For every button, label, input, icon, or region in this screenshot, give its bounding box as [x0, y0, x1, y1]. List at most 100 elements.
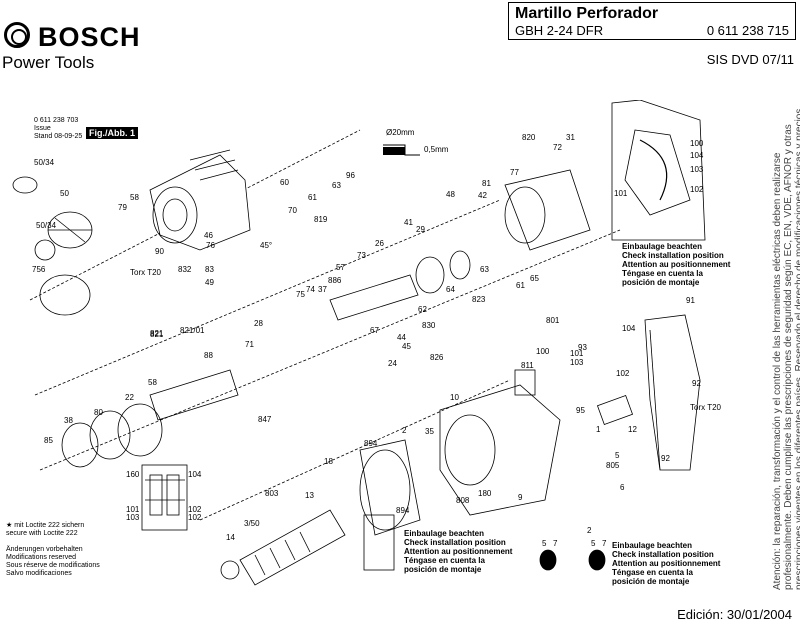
part-label: 811 [521, 361, 534, 370]
part-number: 0 611 238 715 [706, 23, 789, 38]
install-note-stator: Einbaulage beachten Check installation p… [404, 529, 513, 574]
part-label: 58 [148, 378, 157, 387]
part-label: 103 [570, 358, 584, 367]
part-label: 18 [324, 457, 333, 466]
armature [220, 509, 346, 586]
part-label: 63 [332, 181, 341, 190]
part-label: 104 [622, 324, 636, 333]
title-block: Martillo Perforador GBH 2-24 DFR 0 611 2… [508, 2, 796, 40]
part-label: 103 [126, 513, 140, 522]
part-label: 88 [204, 351, 213, 360]
part-label: 95 [576, 406, 585, 415]
part-label: 805 [606, 461, 620, 470]
part-label: 756 [32, 265, 46, 274]
part-label: 37 [318, 285, 327, 294]
part-label: 76 [206, 241, 215, 250]
dimension-diameter: Ø20mm [386, 128, 415, 137]
part-label: 93 [578, 343, 587, 352]
tagline: Power Tools [2, 53, 95, 72]
bosch-logo-icon [4, 22, 30, 48]
part-label: 91 [686, 296, 695, 305]
part-label: 45 [402, 342, 411, 351]
part-label: 3/50 [244, 519, 260, 528]
part-label: 823 [472, 295, 486, 304]
figure-label: Fig./Abb. 1 [86, 127, 138, 139]
part-label: 820 [522, 133, 536, 142]
part-label: 847 [258, 415, 272, 424]
doc-reference: SIS DVD 07/11 [706, 52, 794, 67]
legal-disclaimer: Atención: la reparación, transformación … [772, 105, 800, 590]
stator [359, 439, 421, 536]
part-label: 29 [416, 225, 425, 234]
part-label: 101 [570, 349, 584, 358]
part-label: 38 [64, 416, 73, 425]
part-label: 103 [690, 165, 704, 174]
part-label: 12 [628, 425, 637, 434]
exploded-view-diagram: 50/34 50 50/34 756 79 58 90 76 46 45° 83… [12, 100, 722, 586]
part-label: 102 [690, 185, 704, 194]
part-label: 63 [480, 265, 489, 274]
hammer-housing [149, 149, 251, 251]
part-label: 70 [288, 206, 297, 215]
part-label: 5 [542, 539, 547, 548]
switch-assembly [514, 369, 634, 426]
dimension-gap: 0,5mm [424, 145, 449, 154]
part-label: 894 [396, 506, 410, 515]
part-label: 821 [150, 330, 164, 339]
part-label: 22 [125, 393, 134, 402]
part-label: 826 [430, 353, 444, 362]
handle [644, 314, 701, 471]
part-label: 41 [404, 218, 413, 227]
wiring-schematic [141, 464, 188, 531]
part-label: 28 [254, 319, 263, 328]
dimension-detail [383, 144, 420, 156]
part-label: 96 [346, 171, 355, 180]
part-label: 67 [370, 326, 379, 335]
part-label: 10 [450, 393, 459, 402]
part-label: 7 [602, 539, 607, 548]
modifications-note: Änderungen vorbehalten Modifications res… [6, 546, 100, 577]
part-label: 92 [661, 454, 670, 463]
part-label: 31 [566, 133, 575, 142]
install-note-inset: Einbaulage beachten Check installation p… [622, 242, 731, 287]
part-label: 71 [245, 340, 254, 349]
stand-label: Stand [34, 133, 53, 140]
piston-assembly [61, 274, 419, 468]
part-label: 100 [536, 347, 550, 356]
part-label: 90 [155, 247, 164, 256]
part-label: 26 [375, 239, 384, 248]
part-label: 61 [516, 281, 525, 290]
part-label: 9 [518, 493, 523, 502]
part-label: 50 [60, 189, 69, 198]
part-label: 101 [126, 505, 140, 514]
part-label: 6 [620, 483, 625, 492]
drawing-number: 0 611 238 703 [34, 117, 79, 124]
part-label: 1 [596, 425, 601, 434]
part-label: 830 [422, 321, 436, 330]
issue-label: Issue [34, 125, 51, 132]
part-label: 2 [587, 526, 592, 535]
part-label: 85 [44, 436, 53, 445]
part-label: 24 [388, 359, 397, 368]
product-title: Martillo Perforador [515, 5, 659, 22]
install-note-brushes: Einbaulage beachten Check installation p… [612, 541, 721, 586]
part-label: 819 [314, 215, 328, 224]
part-label: 46 [204, 231, 213, 240]
part-label: 102 [188, 505, 202, 514]
part-label: 77 [510, 168, 519, 177]
part-label: 74 [306, 285, 315, 294]
part-label: 61 [308, 193, 317, 202]
part-label: 100 [690, 139, 704, 148]
part-label: 72 [553, 143, 562, 152]
part-label: 102 [188, 513, 202, 522]
part-label: 821 [150, 329, 164, 338]
issue-date: 08-09-25 [54, 133, 83, 140]
part-label: 801 [546, 316, 560, 325]
part-label: 7 [553, 539, 558, 548]
part-label: 92 [692, 379, 701, 388]
drawing-metadata: 0 611 238 703 Issue Stand 08-09-25 [34, 117, 82, 141]
part-label: 58 [130, 193, 139, 202]
part-label: 48 [446, 190, 455, 199]
part-label: 49 [205, 278, 214, 287]
part-label: 81 [482, 179, 491, 188]
